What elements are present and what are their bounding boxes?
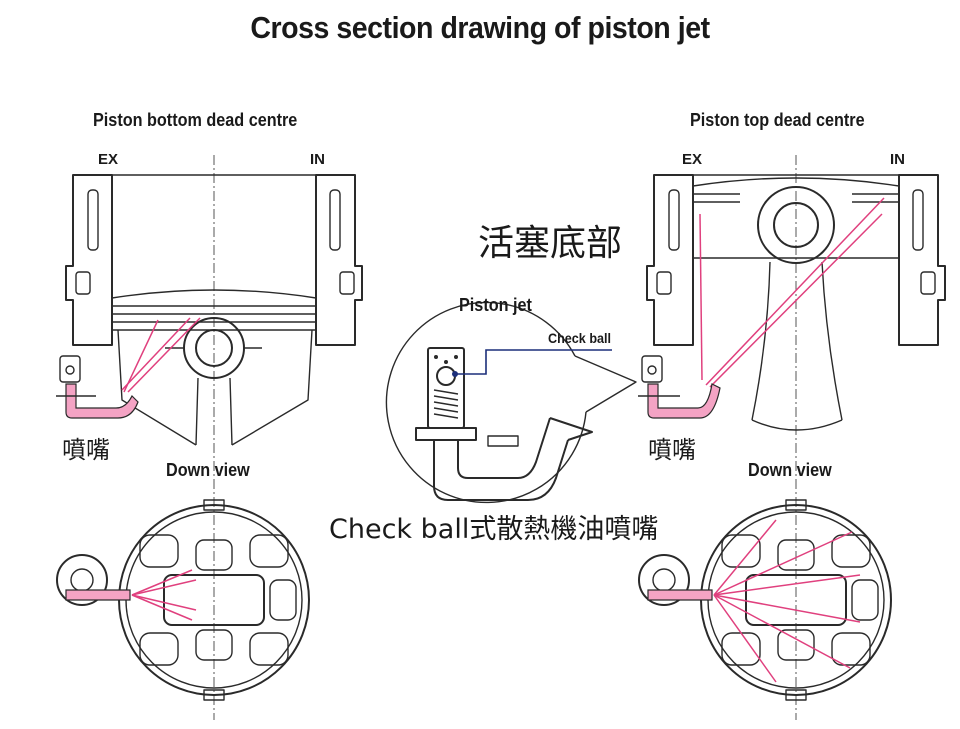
right-ex-label: EX [682, 151, 703, 168]
left-cylinder-section [65, 155, 363, 720]
check-ball-label: Check ball [548, 330, 612, 346]
left-down-view [56, 499, 310, 701]
left-ex-label: EX [98, 151, 119, 168]
left-nozzle-label: 噴嘴 [62, 436, 110, 464]
left-down-view-label: Down view [166, 460, 250, 480]
right-nozzle [638, 355, 721, 419]
left-in-label: IN [310, 151, 325, 168]
center-caption: Check ball式散熱機油噴嘴 [329, 514, 659, 545]
right-down-view [638, 499, 892, 701]
right-cylinder-section [646, 155, 946, 720]
piston-jet-label: Piston jet [459, 295, 532, 315]
left-heading: Piston bottom dead centre [93, 110, 298, 130]
piston-jet-detail [385, 301, 637, 504]
overlay-label-piston-bottom: 活塞底部 [478, 223, 623, 264]
left-nozzle [56, 355, 139, 419]
right-in-label: IN [890, 151, 905, 168]
diagram-title: Cross section drawing of piston jet [250, 10, 710, 45]
right-heading: Piston top dead centre [690, 110, 865, 130]
right-nozzle-label: 噴嘴 [648, 436, 696, 464]
right-down-view-label: Down view [748, 460, 832, 480]
